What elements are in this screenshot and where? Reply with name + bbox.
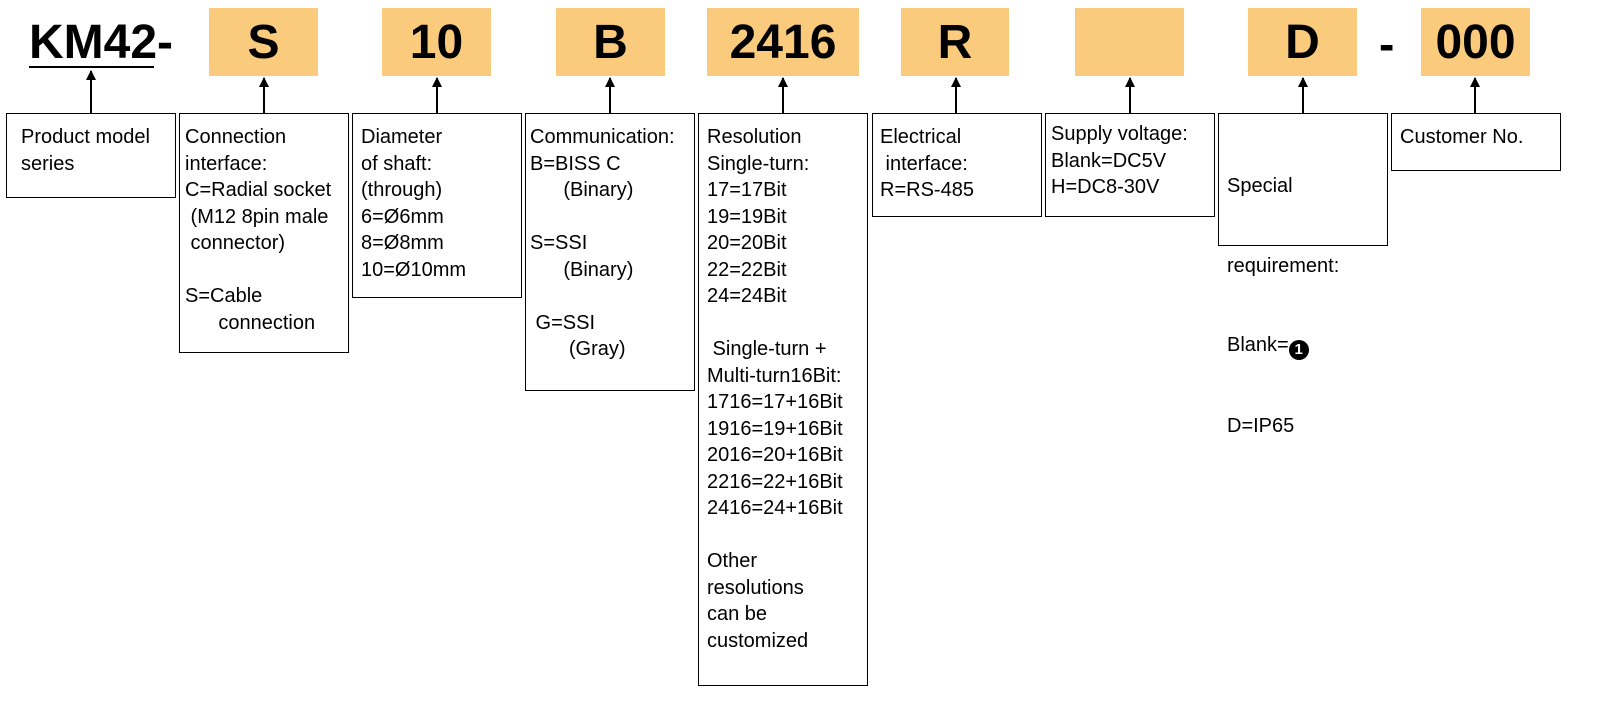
arrow-connection xyxy=(259,77,269,113)
box-shaft-diameter: Diameter of shaft: (through) 6=Ø6mm 8=Ø8… xyxy=(352,113,522,298)
box-customer-number: Customer No. xyxy=(1391,113,1561,171)
arrow-model xyxy=(86,70,96,113)
box-communication: Communication: B=BISS C (Binary) S=SSI (… xyxy=(525,113,695,391)
segment-special: D xyxy=(1248,8,1357,76)
arrow-electrical xyxy=(951,77,961,113)
arrow-resolution xyxy=(778,77,788,113)
segment-supply xyxy=(1075,8,1184,76)
special-blank-label: Blank= xyxy=(1227,334,1289,356)
special-line-4: D=IP65 xyxy=(1227,415,1295,437)
segment-resolution: 2416 xyxy=(707,8,859,76)
arrow-customer xyxy=(1470,77,1480,113)
special-line-3: Blank=1 xyxy=(1227,332,1379,360)
box-resolution: Resolution Single-turn: 17=17Bit 19=19Bi… xyxy=(698,113,868,686)
box-electrical-interface: Electrical interface: R=RS-485 xyxy=(872,113,1042,217)
box-product-model: Product model series xyxy=(6,113,176,198)
box-connection-interface: Connection interface: C=Radial socket (M… xyxy=(179,113,349,353)
note-marker-icon: 1 xyxy=(1288,340,1309,360)
segment-connection: S xyxy=(209,8,318,76)
model-prefix: KM42- xyxy=(29,16,174,69)
box-special-requirement: Special requirement: Blank=1 D=IP65 xyxy=(1218,113,1388,437)
separator-dash: - xyxy=(1379,18,1395,70)
segment-electrical: R xyxy=(901,8,1009,76)
prefix-underline xyxy=(29,66,154,68)
special-line-2: requirement: xyxy=(1227,254,1340,277)
arrow-communication xyxy=(605,77,615,113)
segment-communication: B xyxy=(556,8,665,76)
segment-diameter: 10 xyxy=(382,8,491,76)
special-line-1: Special xyxy=(1227,175,1293,197)
box-supply-voltage: Supply voltage: Blank=DC5V H=DC8-30V xyxy=(1045,113,1215,217)
segment-customer: 000 xyxy=(1421,8,1530,76)
arrow-special xyxy=(1298,77,1308,113)
arrow-diameter xyxy=(432,77,442,113)
arrow-supply xyxy=(1125,77,1135,113)
